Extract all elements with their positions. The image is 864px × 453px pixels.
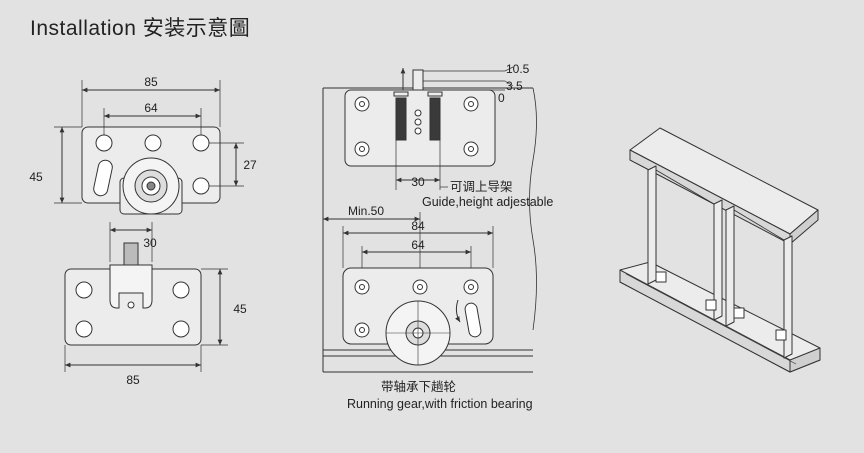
- page-title: Installation 安装示意圖: [30, 17, 251, 40]
- bottom-plate-drawing: [64, 222, 228, 372]
- bottom-plate-height-label: 45: [233, 302, 247, 316]
- bottom-plate-guide-width-label: 30: [143, 236, 157, 250]
- bottom-plate-width-label: 85: [126, 373, 140, 387]
- guide-label-cn: 可调上导架: [450, 180, 513, 194]
- top-plate-hole: [192, 177, 210, 195]
- guide-slot-right: [429, 97, 441, 141]
- bearing-label-cn: 带轴承下趟轮: [381, 379, 456, 394]
- door-side-view: [322, 66, 537, 373]
- guide-stem: [123, 242, 139, 266]
- bottom-plate-hole: [172, 320, 190, 338]
- top-plate-hole: [95, 134, 113, 152]
- bottom-plate-hole: [75, 320, 93, 338]
- top-plate-drawing: [54, 80, 244, 215]
- door-panel-middle-b: [725, 205, 735, 327]
- top-rail: [629, 127, 819, 235]
- offset-10-5-label: 10.5: [506, 62, 530, 76]
- width-84-label: 84: [411, 219, 425, 233]
- guide-fork: [109, 264, 153, 309]
- top-plate-hole-vertical-label: 27: [243, 158, 257, 172]
- min-50-label: Min.50: [348, 204, 384, 218]
- door-panel-left: [647, 165, 657, 285]
- guide-slot-left: [395, 97, 407, 141]
- guide-width-label: 30: [411, 175, 425, 189]
- running-gear-slot: [464, 302, 482, 338]
- top-plate-hole: [192, 134, 210, 152]
- offset-0-label: 0: [498, 91, 505, 105]
- guide-label-en: Guide,height adjestable: [422, 195, 553, 209]
- door-panel-middle-a: [713, 199, 723, 321]
- width-64-label: 64: [411, 238, 425, 252]
- top-plate-hole: [144, 134, 162, 152]
- bottom-plate-hole: [172, 281, 190, 299]
- door-panel-right: [783, 235, 793, 359]
- bottom-plate-hole: [75, 281, 93, 299]
- top-plate-width-label: 85: [144, 75, 158, 89]
- top-plate-height-label: 45: [29, 170, 43, 184]
- top-plate-hole-spacing-label: 64: [144, 101, 158, 115]
- bearing-label-en: Running gear,with friction bearing: [347, 397, 533, 411]
- top-plate-slot: [93, 159, 113, 197]
- cabinet-isometric-view: [619, 127, 821, 373]
- offset-3-5-label: 3.5: [506, 79, 523, 93]
